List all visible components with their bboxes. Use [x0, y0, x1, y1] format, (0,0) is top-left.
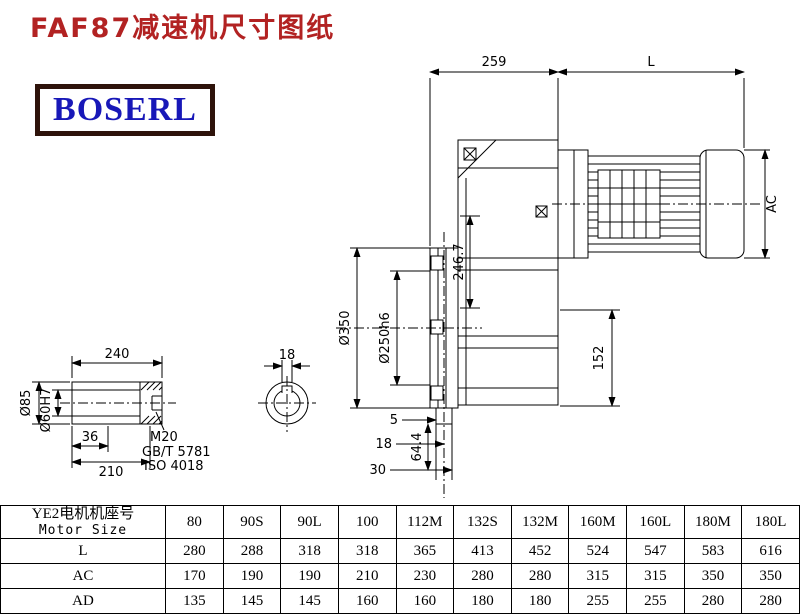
dim-value-cell: 524 [568, 538, 627, 564]
main-dimensions [350, 68, 770, 474]
dim-value-cell: 280 [683, 588, 743, 614]
dim-value-cell: 190 [222, 563, 282, 589]
dim-value-cell: 255 [626, 588, 685, 614]
size-col-header: 180L [741, 505, 800, 539]
dim-value-cell: 280 [741, 588, 800, 614]
dim-value-cell: 350 [741, 563, 800, 589]
technical-drawing: 259 L AC Ø350 Ø250h6 246.7 152 5 18 30 6… [19, 55, 780, 498]
dim-value-cell: 315 [626, 563, 685, 589]
table-header-row: YE2电机机座号 Motor Size 80 90S 90L 100 112M … [0, 505, 800, 539]
dim-value-cell: 210 [337, 563, 397, 589]
dim-value-cell: 318 [280, 538, 339, 564]
eyebolt-symbol [463, 147, 477, 161]
dim-row-label: AC [0, 563, 166, 589]
dim-250h6-label: Ø250h6 [378, 312, 393, 364]
motor-size-table: YE2电机机座号 Motor Size 80 90S 90L 100 112M … [0, 505, 800, 614]
dim-5-label: 5 [390, 413, 398, 428]
dim-value-cell: 230 [395, 563, 455, 589]
dim-value-cell: 288 [222, 538, 282, 564]
bolt-symbol [535, 205, 548, 218]
dim-value-cell: 280 [510, 563, 570, 589]
size-col-header: 80 [165, 505, 224, 539]
dim-row-label: AD [0, 588, 166, 614]
size-col-header: 180M [683, 505, 743, 539]
dim-259-label: 259 [482, 55, 507, 70]
iso-standard-label: ISO 4018 [144, 459, 204, 474]
dim-644-label: 64.4 [410, 433, 425, 462]
size-col-header: 90L [280, 505, 339, 539]
motor-size-header-cell: YE2电机机座号 Motor Size [0, 505, 166, 539]
dim-value-cell: 180 [453, 588, 512, 614]
dim-value-cell: 616 [741, 538, 800, 564]
dim-240-label: 240 [105, 347, 130, 362]
size-col-header: 132S [453, 505, 512, 539]
motor-size-header-cn: YE2电机机座号 [31, 506, 135, 523]
gb-standard-label: GB/T 5781 [142, 445, 211, 460]
dim-value-cell: 135 [165, 588, 224, 614]
dim-value-cell: 190 [280, 563, 339, 589]
dim-210-label: 210 [99, 465, 124, 480]
dim-value-cell: 170 [165, 563, 224, 589]
dim-value-cell: 365 [395, 538, 455, 564]
dim-L-label: L [647, 55, 655, 70]
dim-152-label: 152 [592, 346, 607, 371]
size-col-header: 132M [510, 505, 570, 539]
page-title: FAF87减速机尺寸图纸 [30, 13, 336, 44]
dim-60h7-label: Ø60H7 [39, 388, 54, 433]
dim-value-cell: 350 [683, 563, 743, 589]
size-col-header: 160L [626, 505, 685, 539]
dim-value-cell: 180 [510, 588, 570, 614]
centerlines [60, 203, 760, 498]
main-view [429, 139, 745, 480]
size-col-header: 112M [395, 505, 455, 539]
dim-value-cell: 318 [337, 538, 397, 564]
dim-value-cell: 160 [395, 588, 455, 614]
dim-row-label: L [0, 538, 166, 564]
dim-value-cell: 255 [568, 588, 627, 614]
dim-18-keyway-label: 18 [279, 348, 296, 363]
brand-logo-box: BOSERL [35, 84, 215, 136]
dim-246-label: 246.7 [452, 243, 467, 280]
size-col-header: 100 [337, 505, 397, 539]
dim-85-label: Ø85 [19, 390, 34, 417]
size-col-header: 90S [222, 505, 282, 539]
dim-value-cell: 280 [453, 563, 512, 589]
dim-350-label: Ø350 [338, 310, 353, 345]
brand-logo-text: BOSERL [53, 91, 197, 128]
dim-value-cell: 145 [280, 588, 339, 614]
dim-value-cell: 583 [683, 538, 743, 564]
dim-30-label: 30 [369, 463, 386, 478]
dimension-labels: 259 L AC Ø350 Ø250h6 246.7 152 5 18 30 6… [19, 55, 780, 480]
size-col-header: 160M [568, 505, 627, 539]
dim-value-cell: 315 [568, 563, 627, 589]
table-row-L: L 280 288 318 318 365 413 452 524 547 58… [0, 538, 800, 564]
dim-value-cell: 413 [453, 538, 512, 564]
dim-value-cell: 547 [626, 538, 685, 564]
dim-value-cell: 280 [165, 538, 224, 564]
m20-leader [155, 411, 165, 431]
table-row-AD: AD 135 145 145 160 160 180 180 255 255 2… [0, 588, 800, 614]
motor-size-header-en: Motor Size [38, 523, 128, 538]
table-row-AC: AC 170 190 190 210 230 280 280 315 315 3… [0, 563, 800, 589]
m20-label: M20 [150, 430, 178, 445]
dim-value-cell: 160 [337, 588, 397, 614]
dim-18-label: 18 [375, 437, 392, 452]
dim-value-cell: 452 [510, 538, 570, 564]
dim-value-cell: 145 [222, 588, 282, 614]
dim-36-label: 36 [82, 430, 99, 445]
dim-AC-label: AC [765, 195, 780, 213]
